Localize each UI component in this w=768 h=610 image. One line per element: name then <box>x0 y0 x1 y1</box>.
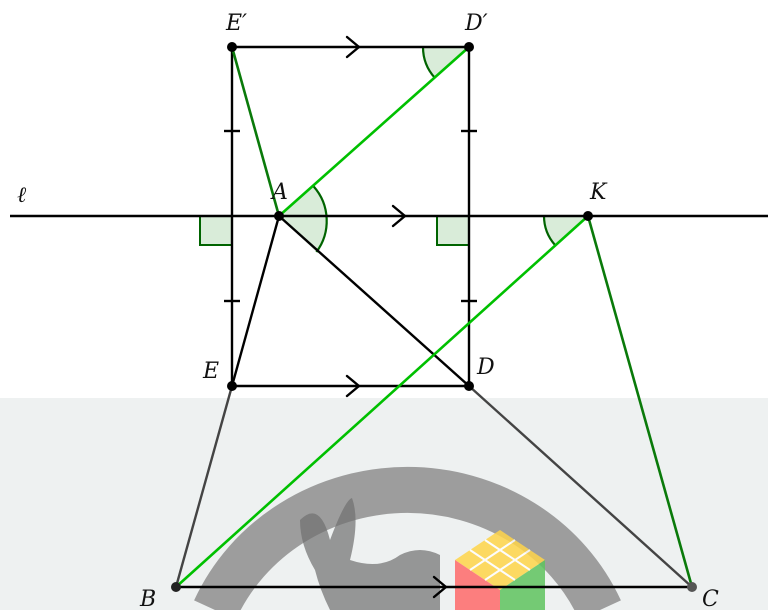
watermark-cube <box>455 530 545 610</box>
point-E-prime <box>227 42 237 52</box>
arrow-line-l <box>391 204 407 228</box>
point-K <box>583 211 593 221</box>
arrow-E-D <box>345 374 361 398</box>
segment-K-C <box>586 215 694 588</box>
point-D-prime <box>464 42 474 52</box>
segment-E-B <box>174 385 234 588</box>
label-D-prime: D′ <box>464 11 488 36</box>
watermark-ring <box>194 467 621 610</box>
label-C: C <box>702 587 719 610</box>
angle-mark-D-prime <box>422 47 469 78</box>
segment-A-E <box>230 215 281 387</box>
segment-E-prime-A <box>230 46 281 217</box>
segment-K-B <box>175 215 589 588</box>
point-B <box>171 582 181 592</box>
right-angle-mark-E <box>199 215 233 246</box>
segment-A-D <box>278 215 470 387</box>
label-E: E <box>202 359 219 384</box>
arrow-B-C <box>432 575 448 599</box>
label-A: A <box>270 180 288 205</box>
angle-mark-D-prime-arc <box>421 46 436 79</box>
label-B: B <box>139 587 156 610</box>
parallel-arrows <box>345 35 448 599</box>
label-line-l: ℓ <box>17 183 27 208</box>
segment-D-C <box>468 385 693 588</box>
label-E-prime: E′ <box>225 11 247 36</box>
point-D <box>464 381 474 391</box>
watermark <box>0 398 768 610</box>
label-K: K <box>589 180 608 205</box>
points <box>171 42 697 592</box>
angle-mark-A-arc <box>312 185 328 253</box>
right-angle-mark-D <box>436 215 470 246</box>
point-C <box>687 582 697 592</box>
segment-A-D-prime <box>278 46 470 217</box>
watermark-hand <box>300 498 440 610</box>
arrow-E-prime-D-prime <box>345 35 361 59</box>
angle-marks <box>199 46 588 253</box>
angle-mark-K <box>544 216 588 245</box>
green-segments <box>175 46 694 588</box>
angle-mark-K-arc <box>542 215 556 246</box>
labels: E′ D′ A K E D B C ℓ <box>17 11 719 610</box>
tick-marks <box>224 129 477 303</box>
label-D: D <box>476 355 495 380</box>
point-A <box>274 211 284 221</box>
black-segments <box>10 45 768 589</box>
point-E <box>227 381 237 391</box>
angle-mark-A <box>279 186 327 252</box>
